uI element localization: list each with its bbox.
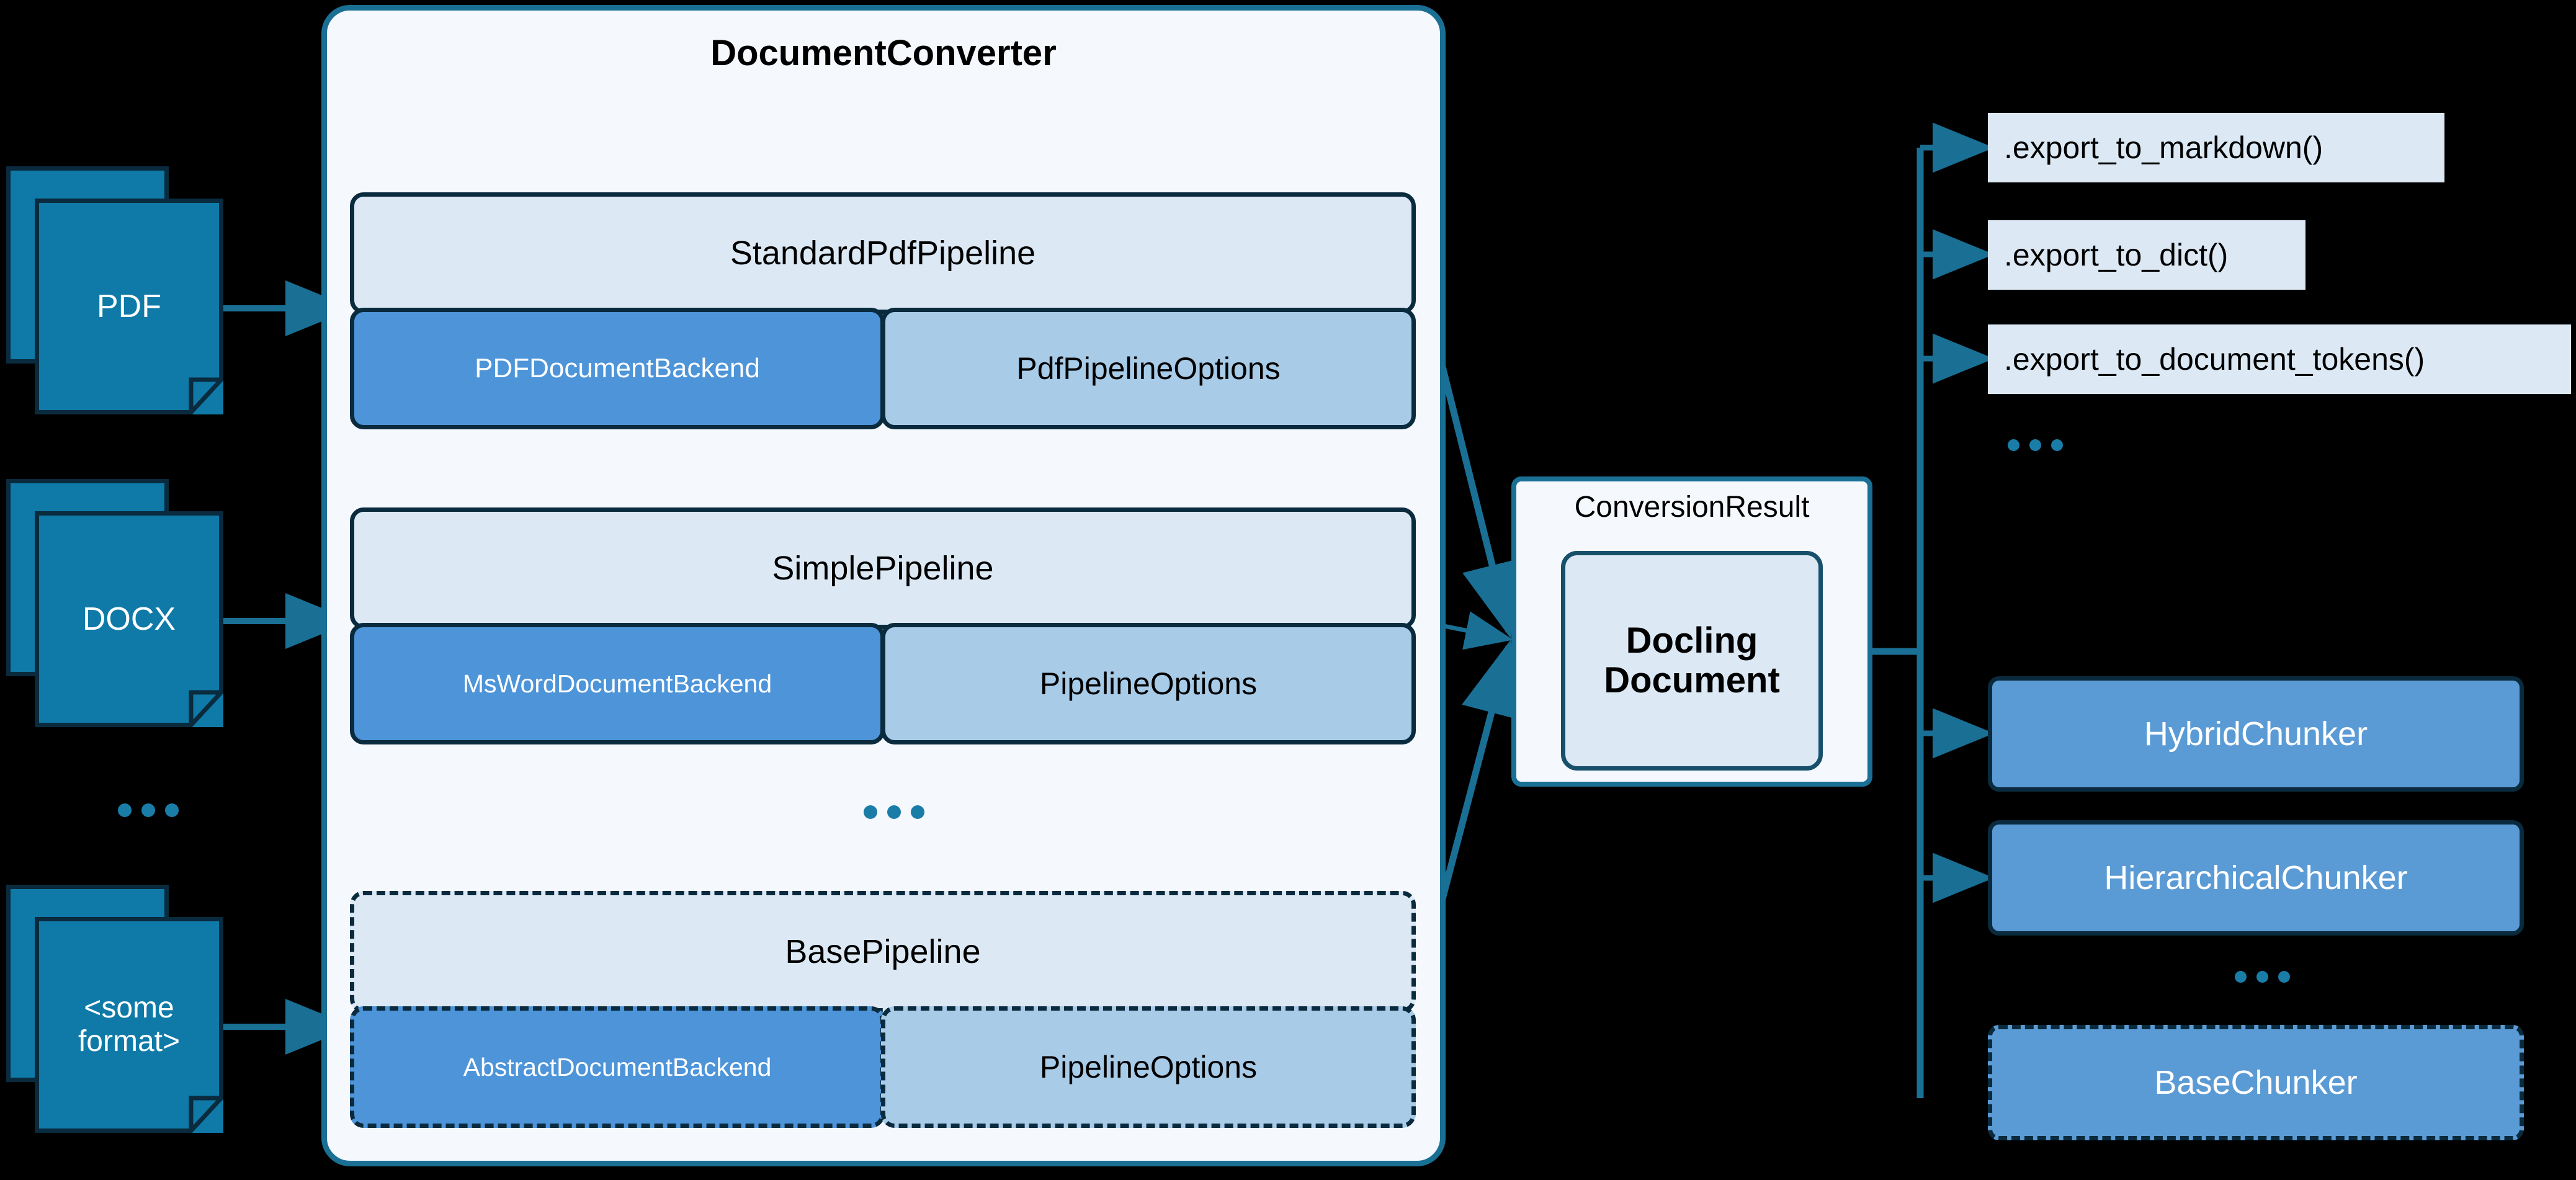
chevron-shape xyxy=(1988,324,2571,394)
pipeline-backend[interactable]: AbstractDocumentBackend xyxy=(350,1006,885,1128)
dot xyxy=(118,803,132,817)
backend-name: AbstractDocumentBackend xyxy=(463,1052,772,1081)
chunker-hierarchicalchunker[interactable]: HierarchicalChunker xyxy=(1988,820,2524,936)
document-front-sheet: PDF xyxy=(35,199,223,414)
dot xyxy=(2256,971,2268,983)
chunker-basechunker[interactable]: BaseChunker xyxy=(1988,1025,2524,1140)
options-name: PdfPipelineOptions xyxy=(1016,351,1281,386)
chunker-label: HybridChunker xyxy=(2144,715,2368,753)
dot xyxy=(2278,971,2290,983)
page-title: DocumentConverter xyxy=(710,33,1057,73)
pipeline-header[interactable]: BasePipeline xyxy=(350,891,1416,1012)
pipeline-standardpdfpipeline[interactable]: StandardPdfPipeline PDFDocumentBackend P… xyxy=(350,192,1416,429)
docling-document-label: Docling Document xyxy=(1604,620,1780,700)
dot xyxy=(2051,439,2063,451)
dot xyxy=(864,805,877,819)
pipeline-name: BasePipeline xyxy=(785,933,981,970)
document-label: <some format> xyxy=(78,991,181,1058)
export-banner-dict[interactable]: .export_to_dict() xyxy=(1988,220,2305,290)
chevron-shape xyxy=(1988,113,2444,182)
export-method-label: .export_to_markdown() xyxy=(2004,130,2323,165)
export-method-label: .export_to_dict() xyxy=(2004,238,2229,272)
pipeline-options[interactable]: PipelineOptions xyxy=(881,1006,1416,1128)
dot xyxy=(911,805,924,819)
input-document-pdf[interactable]: PDF xyxy=(6,166,223,414)
docling-document-node[interactable]: Docling Document xyxy=(1561,551,1823,771)
input-document-docx[interactable]: DOCX xyxy=(6,479,223,727)
pipeline-header[interactable]: StandardPdfPipeline xyxy=(350,192,1416,314)
backend-name: PDFDocumentBackend xyxy=(475,353,760,383)
pipeline-backend[interactable]: PDFDocumentBackend xyxy=(350,308,885,429)
dot xyxy=(2235,971,2247,983)
page-fold-shape xyxy=(35,511,223,727)
chevron-shape xyxy=(1988,220,2305,290)
export-banner-markdown[interactable]: .export_to_markdown() xyxy=(1988,113,2444,182)
pipeline-options[interactable]: PipelineOptions xyxy=(881,623,1416,744)
dot xyxy=(887,805,901,819)
chunker-hybridchunker[interactable]: HybridChunker xyxy=(1988,676,2524,792)
input-document-other[interactable]: <some format> xyxy=(6,885,223,1133)
document-front-sheet: DOCX xyxy=(35,511,223,727)
options-name: PipelineOptions xyxy=(1039,666,1258,701)
backend-name: MsWordDocumentBackend xyxy=(462,669,772,698)
document-front-sheet: <some format> xyxy=(35,917,223,1133)
page-fold-shape xyxy=(35,917,223,1133)
pipeline-options[interactable]: PdfPipelineOptions xyxy=(881,308,1416,429)
pipeline-backend[interactable]: MsWordDocumentBackend xyxy=(350,623,885,744)
conversion-result-label: ConversionResult xyxy=(1574,491,1810,524)
export-banner-document-tokens[interactable]: .export_to_document_tokens() xyxy=(1988,324,2571,394)
dot xyxy=(165,803,179,817)
document-label: PDF xyxy=(97,288,161,324)
options-name: PipelineOptions xyxy=(1039,1050,1258,1084)
converter-more-ellipsis xyxy=(864,805,924,819)
pipeline-name: StandardPdfPipeline xyxy=(730,235,1036,272)
pipeline-simplepipeline[interactable]: SimplePipeline MsWordDocumentBackend Pip… xyxy=(350,507,1416,744)
page-fold-shape xyxy=(35,199,223,414)
pipeline-basepipeline[interactable]: BasePipeline AbstractDocumentBackend Pip… xyxy=(350,891,1416,1128)
chunkers-more-ellipsis xyxy=(2235,971,2290,983)
chunker-label: HierarchicalChunker xyxy=(2104,859,2408,896)
dot xyxy=(141,803,155,817)
dot xyxy=(2008,439,2019,451)
pipeline-name: SimplePipeline xyxy=(772,550,994,587)
pipeline-header[interactable]: SimplePipeline xyxy=(350,507,1416,629)
dot xyxy=(2029,439,2041,451)
export-method-label: .export_to_document_tokens() xyxy=(2004,342,2425,377)
document-label: DOCX xyxy=(82,601,176,637)
exports-more-ellipsis xyxy=(2008,439,2063,451)
input-more-ellipsis xyxy=(118,803,179,817)
chunker-label: BaseChunker xyxy=(2154,1064,2358,1101)
